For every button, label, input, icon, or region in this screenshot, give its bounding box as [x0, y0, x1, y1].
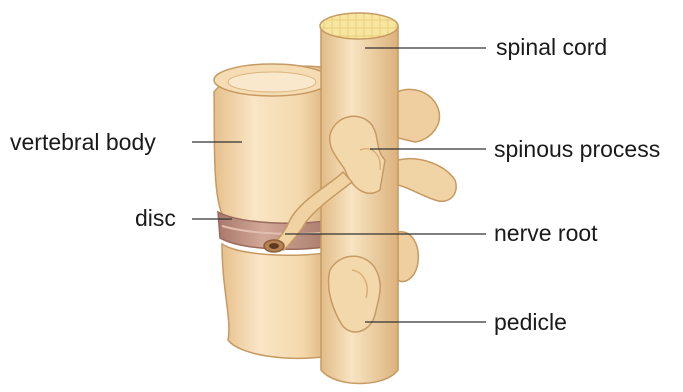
label-nerve-root: nerve root	[494, 222, 598, 245]
label-disc: disc	[135, 207, 176, 230]
label-pedicle: pedicle	[494, 311, 567, 334]
label-vertebral-body: vertebral body	[10, 131, 156, 154]
spinous-process-upper-back	[392, 89, 456, 201]
vertebral-body-lower	[222, 244, 330, 358]
label-spinal-cord: spinal cord	[496, 36, 607, 59]
spinous-process-lower-back	[398, 232, 418, 282]
label-spinous-process: spinous process	[494, 138, 660, 161]
